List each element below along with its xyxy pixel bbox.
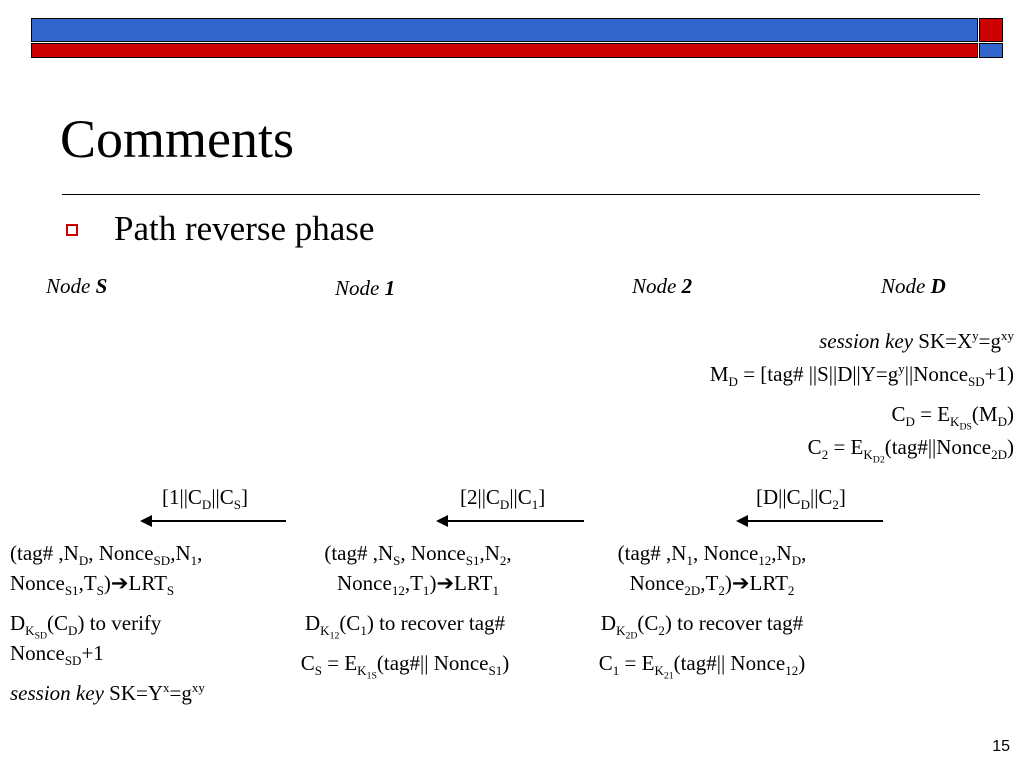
arrow-left-icon — [736, 515, 883, 527]
node-1-cs-formula: CS = EK1S(tag#|| NonceS1) — [300, 651, 510, 682]
node-2-recover: DK2D(C2) to recover tag# — [600, 611, 804, 642]
node-s-lrt-line2: NonceS1,TS)➔LRTS — [10, 571, 175, 599]
message-to-2: [D||CD||C2] — [756, 485, 846, 513]
slide-title: Comments — [60, 109, 295, 169]
title-divider — [62, 194, 980, 195]
node-d-label: Node D — [881, 274, 946, 298]
header-bar-blue — [31, 18, 978, 42]
node-2-label: Node 2 — [632, 274, 693, 298]
header-square-blue — [979, 43, 1003, 58]
header-square-red — [979, 18, 1003, 42]
message-to-s: [1||CD||CS] — [162, 485, 248, 513]
node-s-label: Node S — [46, 274, 108, 298]
node-d-session-key: session key SK=Xy=gxy — [819, 328, 1014, 353]
node-1-lrt-line1: (tag# ,NS, NonceS1,N2, — [324, 541, 512, 569]
right-arrow-icon: ➔ — [731, 571, 750, 595]
node-2-lrt-line2: Nonce2D,T2)➔LRT2 — [629, 571, 795, 599]
page-number: 15 — [992, 738, 1010, 755]
bullet-square-icon — [66, 224, 78, 236]
node-s-lrt-line1: (tag# ,ND, NonceSD,N1, — [10, 541, 203, 569]
node-s-verify-line1: DKSD(CD) to verify — [10, 611, 162, 642]
node-1-label: Node 1 — [335, 276, 396, 300]
node-s-verify-line2: NonceSD+1 — [10, 641, 104, 669]
message-to-1: [2||CD||C1] — [460, 485, 546, 513]
arrow-left-icon — [436, 515, 584, 527]
node-s-session-key: session key SK=Yx=gxy — [10, 680, 205, 705]
node-2-lrt-line1: (tag# ,N1, Nonce12,ND, — [617, 541, 807, 569]
node-2-c1-formula: C1 = EK21(tag#|| Nonce12) — [598, 651, 806, 682]
right-arrow-icon: ➔ — [110, 571, 129, 595]
node-d-cd-formula: CD = EKDS(MD) — [891, 402, 1014, 433]
node-1-lrt-line2: Nonce12,T1)➔LRT1 — [337, 571, 499, 599]
node-d-md-formula: MD = [tag# ||S||D||Y=gy||NonceSD+1) — [709, 361, 1014, 390]
node-1-recover: DK12(C1) to recover tag# — [304, 611, 506, 642]
bullet-text: Path reverse phase — [114, 209, 375, 248]
node-d-c2-formula: C2 = EKD2(tag#||Nonce2D) — [807, 435, 1014, 466]
right-arrow-icon: ➔ — [436, 571, 455, 595]
arrow-left-icon — [140, 515, 286, 527]
header-bar-red — [31, 43, 978, 58]
